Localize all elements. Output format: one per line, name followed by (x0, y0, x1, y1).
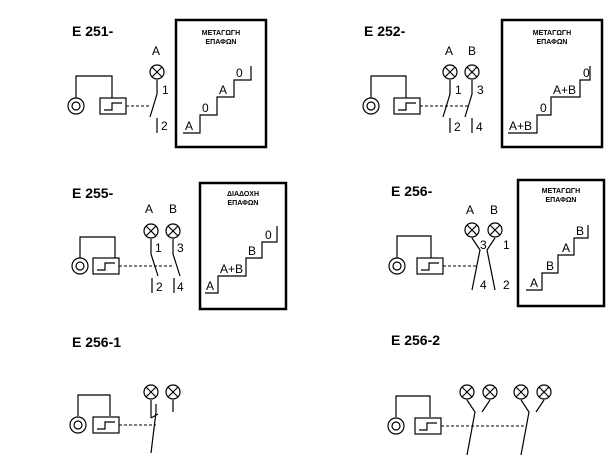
step-label: B (248, 244, 256, 258)
pushbutton-icon (69, 416, 87, 434)
box-header: ΜΕΤΑΓΩΓΗ (202, 30, 240, 37)
sequence-box: ΔΙΑΔΟΧΗ ΕΠΑΦΩΝ A A+B B 0 (198, 181, 288, 311)
step-label: A (206, 279, 214, 293)
step-label: A+B (220, 262, 243, 276)
lamp-label: A (145, 202, 153, 216)
lamp-label: B (468, 44, 476, 58)
step-label: 0 (540, 101, 547, 115)
pushbutton-icon (362, 97, 380, 115)
relay-coil-icon (92, 257, 120, 275)
sequence-box: ΜΕΤΑΓΩΓΗ ΕΠΑΦΩΝ A 0 A 0 (174, 18, 268, 149)
box-header: ΕΠΑΦΩΝ (536, 39, 567, 46)
pushbutton-icon (67, 97, 85, 115)
terminal-label: 1 (155, 241, 162, 255)
step-label: B (546, 259, 554, 273)
terminal-label: 3 (477, 83, 484, 97)
lamp-label: A (445, 44, 453, 58)
relay-coil-icon (99, 97, 127, 115)
terminal-label: 1 (162, 83, 169, 97)
wiring (69, 394, 174, 454)
terminal-label: 2 (161, 119, 168, 133)
box-header: ΕΠΑΦΩΝ (205, 39, 236, 46)
box-header: ΕΠΑΦΩΝ (227, 200, 258, 207)
diagram-e256-2: E 256-2 (387, 332, 552, 456)
step-label: A+B (553, 83, 576, 97)
lamp-icon (143, 223, 159, 239)
box-header: ΕΠΑΦΩΝ (545, 197, 576, 204)
box-header: ΔΙΑΔΟΧΗ (227, 191, 259, 198)
step-label: 0 (583, 66, 590, 80)
terminal-label: 2 (503, 278, 510, 292)
step-label: 0 (202, 101, 209, 115)
diagram-e255: E 255- A B 1 2 3 4 ΔΙΑΔΟΧΗ ΕΠΑΦΩΝ A A+B … (71, 181, 288, 311)
lamp-icon (464, 222, 480, 238)
diagram-title: E 256-2 (391, 332, 440, 348)
box-header: ΜΕΤΑΓΩΓΗ (533, 30, 571, 37)
wiring (387, 395, 545, 456)
diagram-e251: E 251- A 1 2 ΜΕΤΑΓΩΓΗ ΕΠΑΦΩΝ A 0 A 0 (67, 18, 268, 149)
wiring (71, 236, 181, 293)
step-label: B (576, 224, 584, 238)
lamp-icon (464, 64, 480, 80)
pushbutton-icon (388, 257, 406, 275)
lamp-icon (442, 64, 458, 80)
step-label: 0 (236, 66, 243, 80)
terminal-label: 4 (480, 278, 487, 292)
lamp-icon (143, 384, 159, 400)
wiring (388, 235, 496, 291)
lamp-icon (482, 384, 498, 400)
relay-coil-icon (92, 416, 120, 434)
terminal-label: 4 (476, 120, 483, 134)
lamp-icon (165, 223, 181, 239)
relay-coil-icon (414, 417, 442, 435)
step-label: A (185, 119, 193, 133)
diagram-title: E 252- (364, 23, 406, 39)
box-header: ΜΕΤΑΓΩΓΗ (542, 188, 580, 195)
lamp-icon (536, 384, 552, 400)
diagram-e252: E 252- A B 1 2 3 4 ΜΕΤΑΓΩΓΗ ΕΠΑΦΩΝ A+B 0… (362, 18, 604, 149)
step-label: A (562, 241, 570, 255)
terminal-label: 4 (177, 280, 184, 294)
lamp-icon (459, 384, 475, 400)
diagram-title: E 255- (72, 185, 114, 201)
diagram-e256: E 256- A B 3 1 4 2 ΜΕΤΑΓΩΓΗ ΕΠΑΦΩΝ A B A… (388, 178, 606, 308)
terminal-label: 3 (177, 241, 184, 255)
step-label: A+B (509, 119, 532, 133)
terminal-label: 3 (480, 238, 487, 252)
step-label: 0 (265, 228, 272, 242)
diagram-title: E 256- (391, 183, 433, 199)
lamp-label: B (490, 203, 498, 217)
lamp-icon (487, 222, 503, 238)
sequence-box: ΜΕΤΑΓΩΓΗ ΕΠΑΦΩΝ A+B 0 A+B 0 (500, 18, 604, 149)
terminal-label: 2 (454, 120, 461, 134)
relay-coil-icon (416, 257, 444, 275)
lamp-icon (165, 384, 181, 400)
terminal-label: 1 (455, 83, 462, 97)
pushbutton-icon (71, 257, 89, 275)
relay-coil-icon (393, 97, 421, 115)
wiring (67, 75, 158, 133)
diagram-title: E 256-1 (72, 334, 121, 350)
step-label: A (219, 83, 227, 97)
pushbutton-icon (387, 417, 405, 435)
lamp-label: A (466, 203, 474, 217)
lamp-label: A (152, 44, 160, 58)
terminal-label: 2 (156, 280, 163, 294)
lamp-icon (513, 384, 529, 400)
terminal-label: 1 (503, 238, 510, 252)
diagram-title: E 251- (72, 23, 114, 39)
lamp-icon (149, 64, 165, 80)
step-label: A (530, 276, 538, 290)
lamp-label: B (169, 202, 177, 216)
wiring (362, 75, 473, 133)
diagram-e256-1: E 256-1 (69, 334, 181, 454)
sequence-box: ΜΕΤΑΓΩΓΗ ΕΠΑΦΩΝ A B A B (516, 178, 606, 308)
